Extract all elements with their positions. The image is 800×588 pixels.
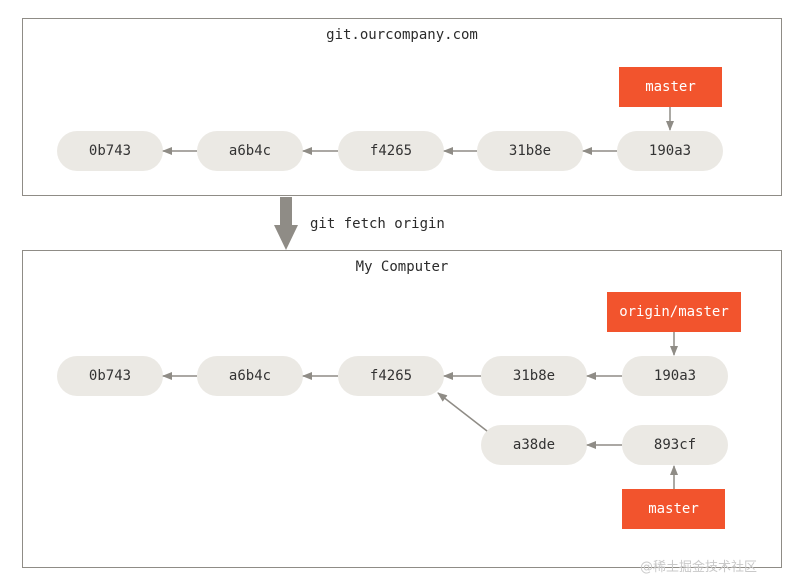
remote-repo-title: git.ourcompany.com <box>326 27 478 43</box>
origin-master-ref: origin/master <box>607 292 741 332</box>
local-commit-f4265: f4265 <box>338 356 444 396</box>
local-repo-title: My Computer <box>355 259 449 275</box>
remote-master-ref: master <box>619 67 722 107</box>
remote-commit-31b8e: 31b8e <box>477 131 583 171</box>
local-commit-a6b4c: a6b4c <box>197 356 303 396</box>
fetch-down-arrow <box>274 197 298 250</box>
local-commit-31b8e: 31b8e <box>481 356 587 396</box>
local-master-ref: master <box>622 489 725 529</box>
remote-commit-190a3: 190a3 <box>617 131 723 171</box>
remote-commit-a6b4c: a6b4c <box>197 131 303 171</box>
local-commit-0b743: 0b743 <box>57 356 163 396</box>
local-commit-190a3: 190a3 <box>622 356 728 396</box>
local-arrow-a38de-f4265 <box>437 392 488 432</box>
remote-commit-0b743: 0b743 <box>57 131 163 171</box>
local-commit-a38de: a38de <box>481 425 587 465</box>
fetch-command-label: git fetch origin <box>310 216 445 232</box>
local-commit-893cf: 893cf <box>622 425 728 465</box>
watermark-text: @稀土掘金技术社区 <box>640 560 758 575</box>
remote-commit-f4265: f4265 <box>338 131 444 171</box>
